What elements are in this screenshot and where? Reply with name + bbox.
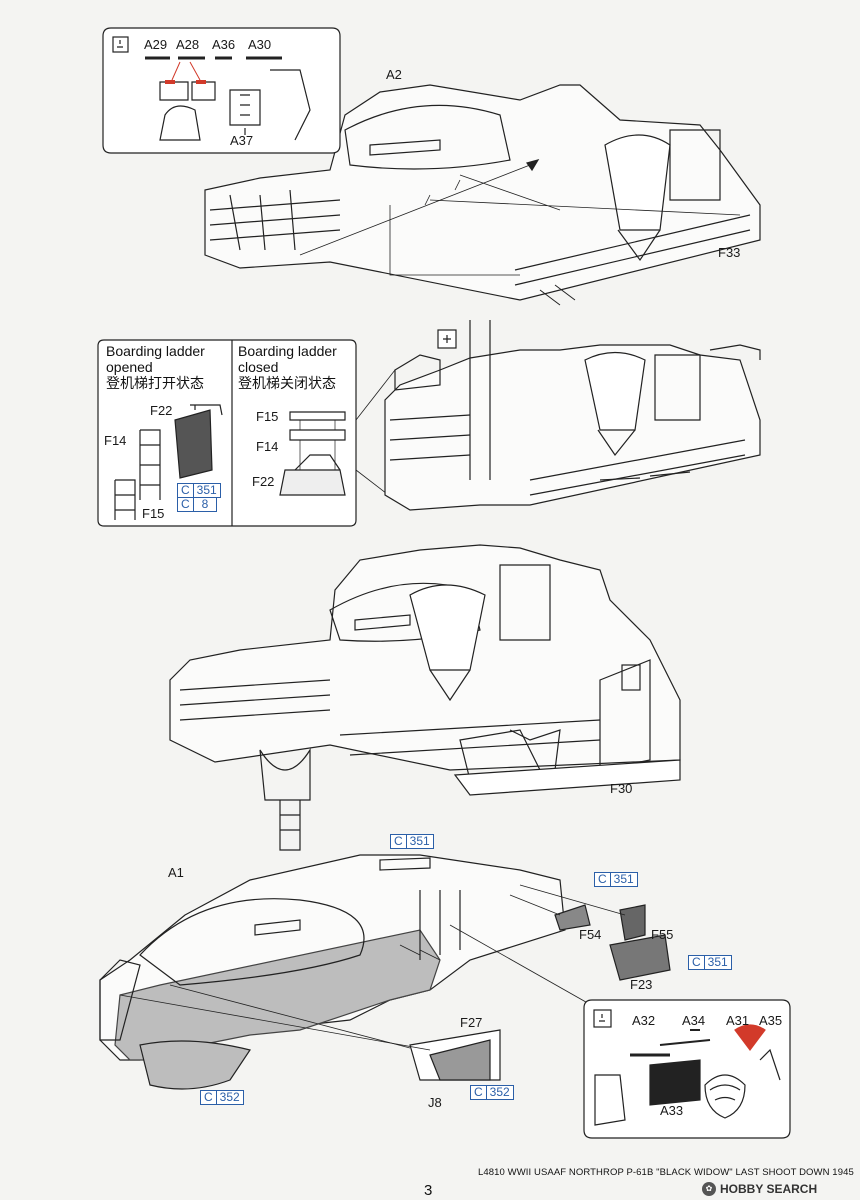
label-a32: A32 xyxy=(632,1013,656,1028)
hobby-search-logo-icon: ✿ xyxy=(702,1182,716,1196)
footer-title: L4810 WWII USAAF NORTHROP P-61B "BLACK W… xyxy=(478,1167,854,1178)
label-a29: A29 xyxy=(144,37,168,52)
label-a30: A30 xyxy=(248,37,272,52)
paint-number: 352 xyxy=(485,1086,513,1099)
paint-number: 351 xyxy=(609,873,637,886)
paint-code: C xyxy=(474,1085,483,1099)
label-a37: A37 xyxy=(230,133,254,148)
paint-number: 351 xyxy=(405,835,433,848)
step4-detail-inset xyxy=(583,999,791,1139)
label-f55: F55 xyxy=(651,927,674,942)
label-a35: A35 xyxy=(759,1013,783,1028)
page-number: 3 xyxy=(424,1182,433,1199)
panel-title-closed-cn: 登机梯关闭状态 xyxy=(238,375,336,391)
label-f54: F54 xyxy=(579,927,602,942)
label-f22-closed: F22 xyxy=(252,474,275,489)
watermark: ✿ HOBBY SEARCH xyxy=(702,1182,817,1196)
label-f14-opened: F14 xyxy=(104,433,127,448)
step1-fuselage-drawing xyxy=(204,84,761,306)
label-j8: J8 xyxy=(428,1095,442,1110)
step1-detail-inset xyxy=(102,27,341,154)
label-f23: F23 xyxy=(630,977,653,992)
label-f33: F33 xyxy=(718,245,741,260)
label-a28: A28 xyxy=(176,37,200,52)
panel-title-opened: Boarding ladder opened xyxy=(106,343,205,375)
paint-number: 351 xyxy=(703,956,731,969)
paint-code: C xyxy=(394,834,403,848)
step3-fuselage-drawing xyxy=(169,544,681,851)
paint-code: C xyxy=(204,1090,213,1104)
paint-number: 352 xyxy=(215,1091,243,1104)
label-f15-opened: F15 xyxy=(142,506,165,521)
label-a34: A34 xyxy=(682,1013,706,1028)
label-f30: F30 xyxy=(610,781,633,796)
paint-number: 351 xyxy=(192,484,220,497)
paint-code: C xyxy=(692,955,701,969)
watermark-text: HOBBY SEARCH xyxy=(720,1182,818,1196)
label-f15-closed: F15 xyxy=(256,409,279,424)
step2-fuselage-drawing xyxy=(384,320,761,511)
paint-code: C xyxy=(181,497,190,511)
label-a36: A36 xyxy=(212,37,236,52)
label-a31: A31 xyxy=(726,1013,750,1028)
label-f14-closed: F14 xyxy=(256,439,279,454)
label-a2: A2 xyxy=(386,67,402,82)
panel-title-closed: Boarding ladder closed xyxy=(238,343,337,375)
label-f22-opened: F22 xyxy=(150,403,173,418)
label-a33: A33 xyxy=(660,1103,684,1118)
label-f27: F27 xyxy=(460,1015,483,1030)
label-a1: A1 xyxy=(168,865,184,880)
paint-code: C xyxy=(181,483,190,497)
paint-code: C xyxy=(598,872,607,886)
step2-ladder-panels xyxy=(97,339,396,527)
paint-number: 8 xyxy=(192,498,217,511)
panel-title-opened-cn: 登机梯打开状态 xyxy=(106,375,204,391)
step4-fuselage-drawing xyxy=(99,854,671,1090)
